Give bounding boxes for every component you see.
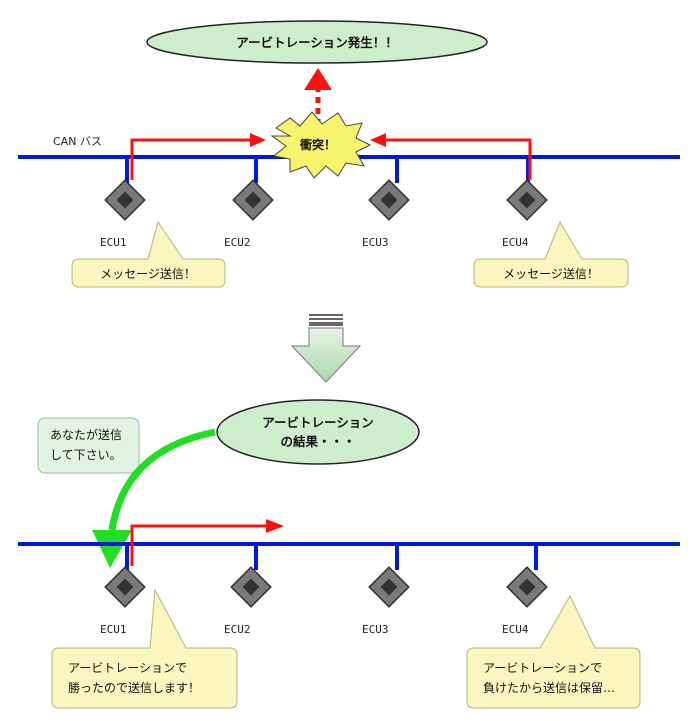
bubble-left-bottom-line2: 勝ったので送信します！: [68, 680, 200, 695]
ecu2-label-bottom: ECU2: [224, 623, 251, 636]
bubble-left-bottom-line1: アービトレーションで: [68, 661, 187, 675]
red-arrow-ecu4: [370, 133, 532, 180]
speech-bubble-left-bottom: アービトレーションで 勝ったので送信します！: [51, 588, 238, 709]
speech-bubble-right-top: メッセージ送信！: [473, 220, 629, 288]
ecu1-label-bottom: ECU1: [100, 623, 127, 636]
ecu1-label-top: ECU1: [100, 236, 127, 249]
red-arrow-ecu1: [130, 133, 266, 180]
arbitration-oval-text: アービトレーション発生！！: [236, 35, 398, 50]
arbitration-oval: アービトレーション発生！！: [146, 20, 488, 64]
can-bus-label: CAN バス: [53, 135, 102, 148]
bubble-right-bottom-line2: 負けたから送信は保留…: [483, 680, 615, 695]
ecu1-chip-bottom: [104, 566, 146, 608]
ecu2-label-top: ECU2: [224, 236, 251, 249]
bubble-right-bottom-line1: アービトレーションで: [483, 661, 602, 675]
collision-label: 衝突！: [299, 137, 336, 152]
note-line1: あなたが送信: [50, 427, 122, 442]
note-box: あなたが送信 して下さい。: [37, 417, 140, 474]
top-section: アービトレーション発生！！ CAN バス: [18, 20, 680, 288]
bubble-right-text-top: メッセージ送信！: [503, 266, 599, 281]
ecu3-chip-bottom: [368, 566, 410, 608]
ecu2-chip-top: [232, 179, 274, 221]
note-line2: して下さい。: [50, 448, 122, 462]
green-curved-arrow: [92, 428, 216, 568]
ecu1-chip-top: [104, 179, 146, 221]
transition-down-arrow: [290, 314, 362, 383]
ecu3-chip-top: [368, 179, 410, 221]
ecu4-label-top: ECU4: [502, 236, 529, 249]
bottom-section: アービトレーション の結果・・・ あなたが送信 して下さい。: [18, 399, 680, 709]
bubble-left-text-top: メッセージ送信！: [100, 266, 196, 281]
ecu2-chip-bottom: [230, 566, 272, 608]
ecu3-label-bottom: ECU3: [362, 623, 389, 636]
ecu4-chip-top: [506, 179, 548, 221]
result-oval: アービトレーション の結果・・・: [216, 399, 420, 465]
red-arrow-winner: [130, 519, 284, 566]
result-oval-line1: アービトレーション: [262, 415, 374, 430]
speech-bubble-right-bottom: アービトレーションで 負けたから送信は保留…: [466, 594, 641, 709]
result-oval-line2: の結果・・・: [280, 434, 355, 449]
ecu4-chip-bottom: [506, 566, 548, 608]
ecu3-label-top: ECU3: [362, 236, 389, 249]
collision-burst: 衝突！: [270, 111, 372, 179]
ecu4-label-bottom: ECU4: [502, 623, 529, 636]
speech-bubble-left-top: メッセージ送信！: [71, 220, 226, 288]
red-dotted-up-arrow: [304, 68, 332, 125]
